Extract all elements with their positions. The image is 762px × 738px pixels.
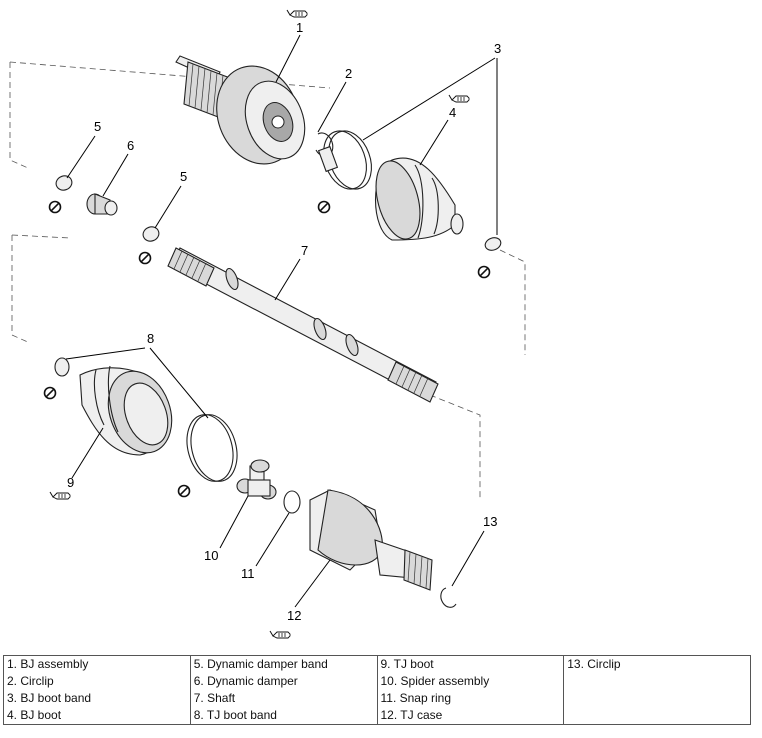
bj-boot (375, 157, 464, 241)
legend-item: 11. Snap ring (380, 691, 452, 705)
tj-boot-band-large (186, 414, 238, 482)
callout-13: 13 (483, 514, 497, 529)
grease-icon-12 (269, 630, 291, 639)
grease-icon-4 (448, 94, 470, 103)
snap-ring (283, 490, 301, 514)
parts-legend-table: 1. BJ assembly 2. Circlip 3. BJ boot ban… (3, 655, 751, 725)
legend-item: 4. BJ boot (7, 708, 62, 722)
driveshaft-exploded-diagram: 1 2 3 4 5 6 5 (9, 9, 526, 639)
legend-item: 9. TJ boot (380, 657, 434, 671)
legend-column-3: 9. TJ boot 10. Spider assembly 11. Snap … (376, 655, 565, 725)
no-reuse-icon-5b (138, 251, 152, 265)
bj-boot-band-large (317, 130, 372, 190)
callout-9: 9 (67, 475, 74, 490)
callout-7: 7 (301, 243, 308, 258)
legend-column-4: 13. Circlip (563, 655, 751, 725)
legend-item: 12. TJ case (380, 708, 443, 722)
callout-11: 11 (241, 566, 255, 581)
legend-item: 2. Circlip (7, 674, 54, 688)
callout-5a: 5 (94, 119, 101, 134)
grease-icon-1 (286, 9, 308, 18)
legend-item: 3. BJ boot band (7, 691, 92, 705)
legend-item: 10. Spider assembly (380, 674, 490, 688)
dynamic-damper-band-1 (55, 175, 73, 191)
tj-boot-band-small (54, 357, 70, 377)
grease-icon-9 (49, 491, 71, 500)
callout-3: 3 (494, 41, 501, 56)
shaft (167, 247, 439, 403)
no-reuse-icon-8b (177, 484, 191, 498)
callout-5b: 5 (180, 169, 187, 184)
callout-4: 4 (449, 105, 456, 120)
tj-case (309, 489, 433, 591)
legend-column-1: 1. BJ assembly 2. Circlip 3. BJ boot ban… (3, 655, 191, 725)
legend-item: 5. Dynamic damper band (193, 657, 328, 671)
legend-item: 8. TJ boot band (193, 708, 277, 722)
circlip-tj (440, 587, 457, 608)
callout-2: 2 (345, 66, 352, 81)
legend-item: 6. Dynamic damper (193, 674, 298, 688)
dynamic-damper-band-2 (142, 226, 160, 242)
tj-boot (79, 365, 173, 456)
legend-column-2: 5. Dynamic damper band 6. Dynamic damper… (189, 655, 378, 725)
legend-item: 7. Shaft (193, 691, 236, 705)
bj-assembly (175, 55, 306, 165)
spider-assembly (236, 459, 277, 500)
dynamic-damper (86, 193, 118, 216)
bj-boot-band-small (484, 237, 502, 251)
no-reuse-icon-5a (48, 200, 62, 214)
legend-item: 13. Circlip (567, 657, 621, 671)
alignment-lines (9, 61, 526, 500)
no-reuse-icon-8a (43, 386, 57, 400)
callout-6: 6 (127, 138, 134, 153)
callout-8: 8 (147, 331, 154, 346)
legend-item: 1. BJ assembly (7, 657, 89, 671)
callout-12: 12 (287, 608, 301, 623)
callout-1: 1 (296, 20, 303, 35)
no-reuse-icon-3b (317, 200, 331, 214)
no-reuse-icon-3 (477, 265, 491, 279)
callout-10: 10 (204, 548, 218, 563)
